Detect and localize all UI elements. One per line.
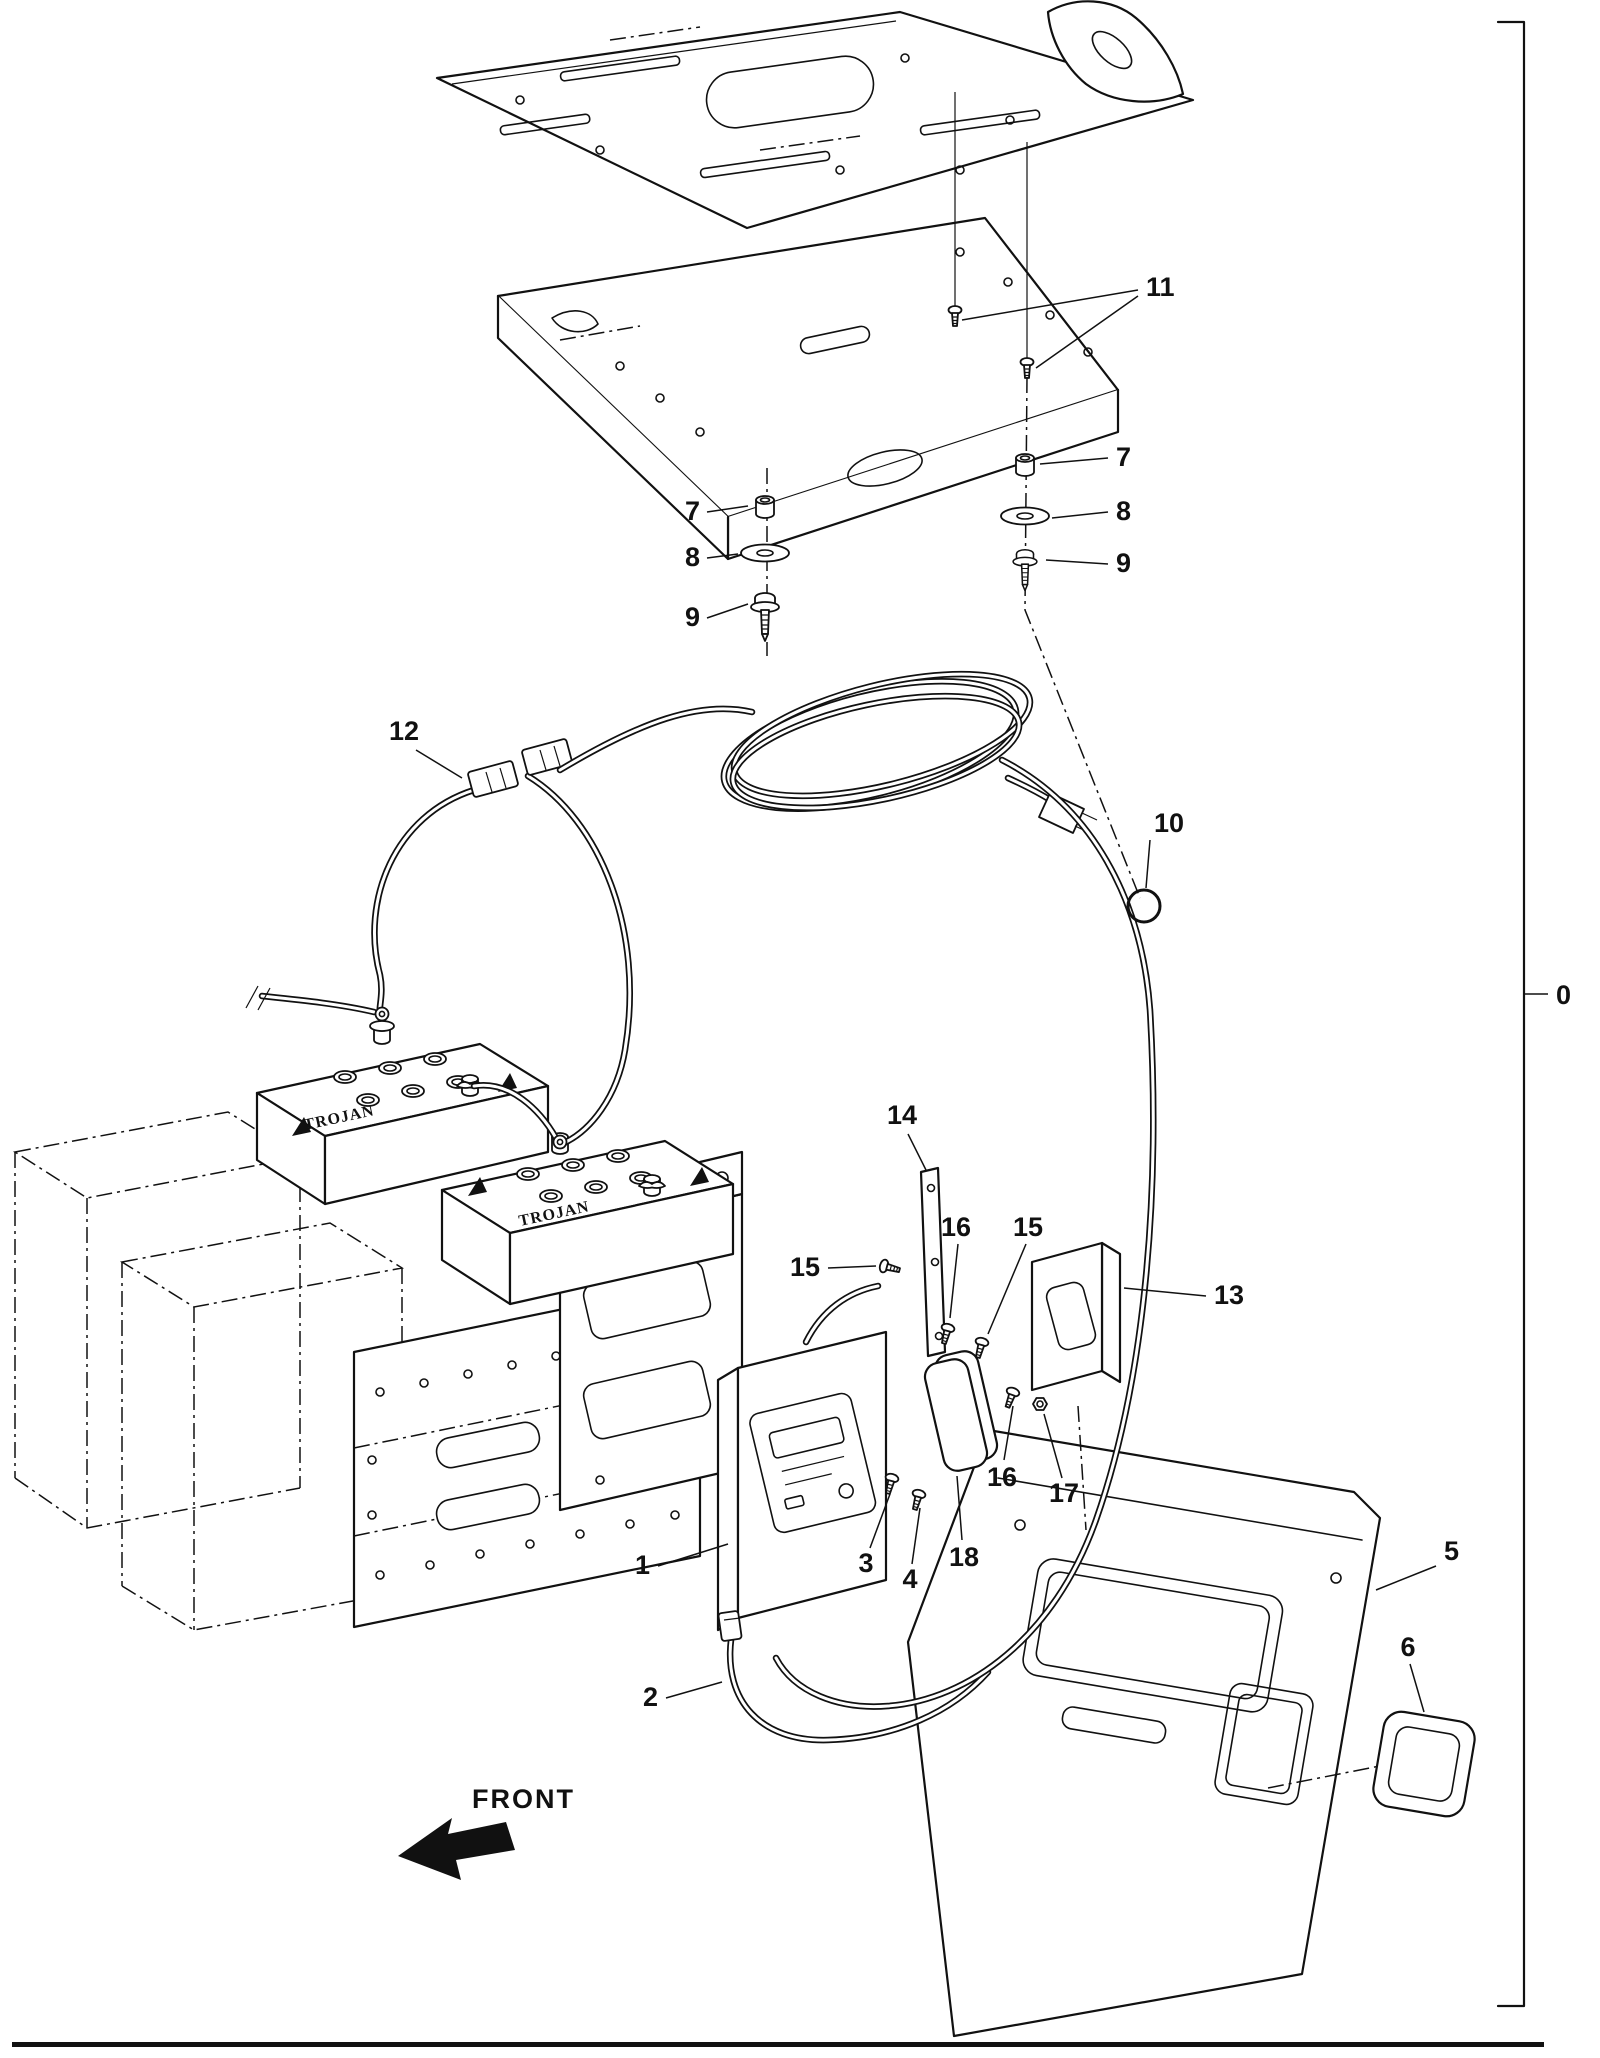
callout-label-3: 3 xyxy=(858,1548,873,1578)
spacer-7-right xyxy=(1015,453,1035,477)
callout-label-6: 6 xyxy=(1400,1632,1415,1662)
nut-17 xyxy=(1032,1397,1048,1411)
callout-label-8-left: 8 xyxy=(685,542,700,572)
brand-arrow-mark xyxy=(292,1117,311,1136)
callout-label-14: 14 xyxy=(887,1100,917,1130)
callout-label-9-left: 9 xyxy=(685,602,700,632)
callout-label-11: 11 xyxy=(1146,272,1175,302)
callout-label-7-right: 7 xyxy=(1116,442,1131,472)
mounting-strip xyxy=(919,1166,947,1358)
brand-arrow-mark xyxy=(468,1177,487,1196)
harness-connectors xyxy=(467,738,573,798)
grommet-ring xyxy=(1372,1710,1476,1818)
screw-4 xyxy=(907,1487,928,1513)
callout-label-8-right: 8 xyxy=(1116,496,1131,526)
battery-charger xyxy=(716,1282,928,1632)
battery-rear: TROJAN xyxy=(255,1022,550,1206)
washer-8-left xyxy=(740,543,790,563)
leader-lines xyxy=(415,289,1437,1713)
mounting-tray xyxy=(496,92,1120,561)
callout-label-17: 17 xyxy=(1049,1478,1079,1508)
callout-label-16-upper: 16 xyxy=(941,1212,971,1242)
screw-15-left xyxy=(877,1257,903,1278)
screw-9-left xyxy=(750,592,780,642)
callout-label-18: 18 xyxy=(949,1542,979,1572)
power-cord-coil xyxy=(556,670,1162,1710)
spacer-7-left xyxy=(755,495,775,519)
callout-label-10: 10 xyxy=(1154,808,1184,838)
side-cover xyxy=(906,1428,1391,2038)
callout-label-4: 4 xyxy=(902,1564,917,1594)
callout-labels: 0 11 7 8 9 7 8 9 12 10 14 15 16 15 13 1 … xyxy=(389,272,1571,1712)
callout-label-15-right: 15 xyxy=(1013,1212,1043,1242)
screw-9-right xyxy=(1012,548,1038,592)
cord-connector xyxy=(717,1610,743,1642)
callout-label-7-left: 7 xyxy=(685,496,700,526)
callout-label-15-left: 15 xyxy=(790,1252,820,1282)
fastener-stack-left xyxy=(740,468,790,656)
latch-bracket xyxy=(1030,1241,1122,1531)
brand-arrow-mark xyxy=(690,1167,709,1186)
callout-label-5: 5 xyxy=(1444,1536,1459,1566)
front-indicator: FRONT xyxy=(398,1784,575,1880)
screw-16-lower xyxy=(1000,1385,1022,1411)
callout-label-16-lower: 16 xyxy=(987,1462,1017,1492)
cable-lug xyxy=(552,1134,568,1150)
charger-control-panel xyxy=(749,1392,877,1534)
front-arrow xyxy=(398,1818,515,1880)
callout-label-9-right: 9 xyxy=(1116,548,1131,578)
fastener-stack-right xyxy=(1000,376,1141,899)
cord-clip-ring xyxy=(1126,888,1162,924)
callout-label-0: 0 xyxy=(1556,980,1571,1010)
charger-output-cord xyxy=(717,1610,992,1744)
seat-plate xyxy=(435,0,1195,230)
callout-label-1: 1 xyxy=(635,1550,650,1580)
washer-8-right xyxy=(1000,506,1050,526)
cable-lug xyxy=(374,1006,390,1022)
battery-front: TROJAN xyxy=(440,1132,735,1306)
mounting-pad xyxy=(923,1350,999,1472)
callout-label-2: 2 xyxy=(643,1682,658,1712)
callout-label-13: 13 xyxy=(1214,1280,1244,1310)
battery-wire-harness xyxy=(245,738,634,1150)
figure-bracket xyxy=(12,20,1548,2047)
front-label: FRONT xyxy=(472,1784,575,1814)
callout-label-12: 12 xyxy=(389,716,419,746)
small-fasteners xyxy=(877,1257,1048,1411)
page-bottom-rule xyxy=(12,2042,1544,2047)
